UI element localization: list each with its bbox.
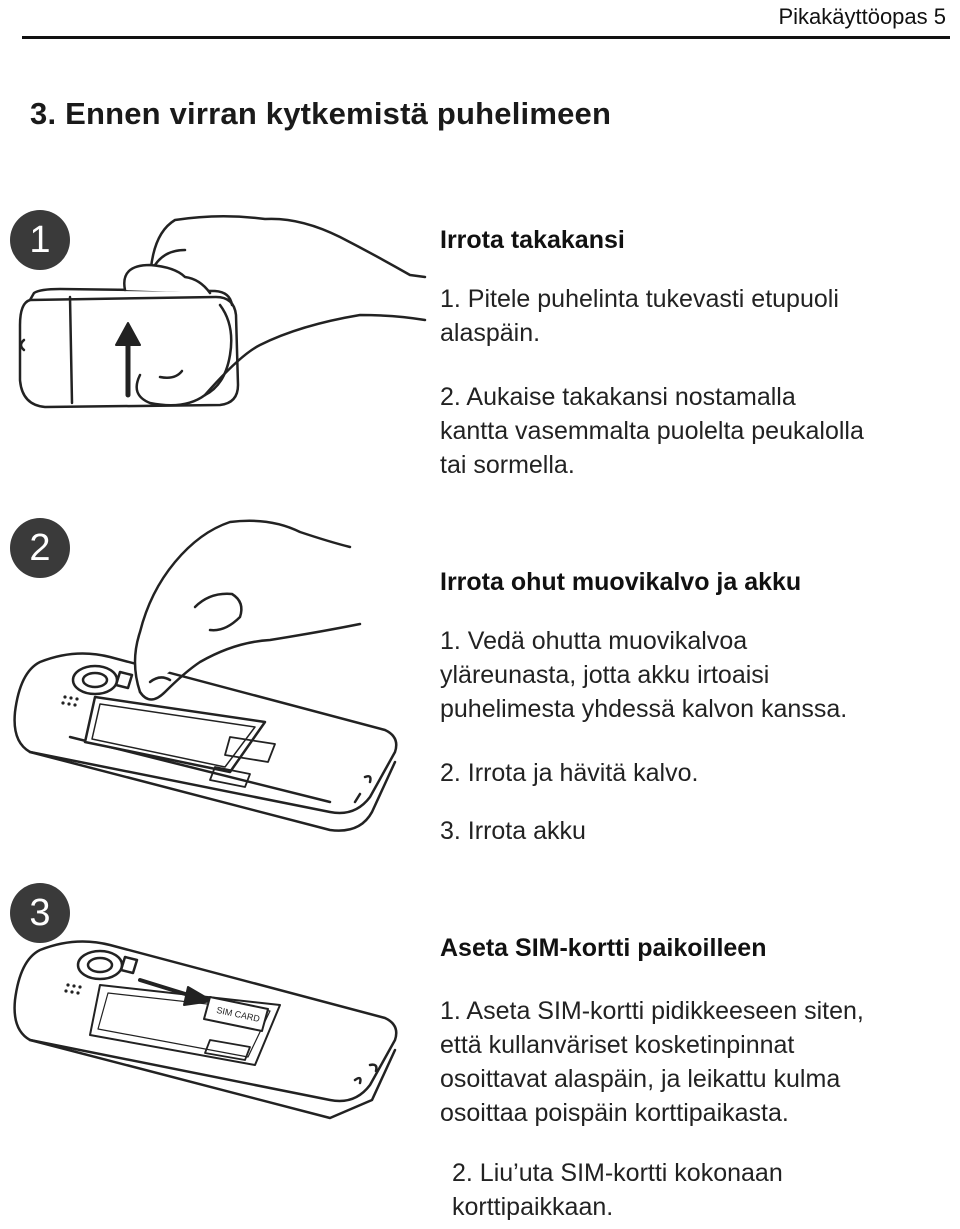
step-1-paragraph-2: 2. Aukaise takakansi nostamalla kantta v… (440, 380, 864, 482)
text-line: 2. Liu’uta SIM-kortti kokonaan (452, 1159, 783, 1187)
text-line: yläreunasta, jotta akku irtoaisi (440, 661, 770, 689)
step-1-paragraph-1: 1. Pitele puhelinta tukevasti etupuoli a… (440, 282, 839, 350)
text-line: korttipaikkaan. (452, 1193, 614, 1221)
text-line: 2. Irrota ja hävitä kalvo. (440, 759, 699, 787)
text-line: osoittavat alaspäin, ja leikattu kulma (440, 1065, 841, 1093)
step-3-paragraph-1: 1. Aseta SIM-kortti pidikkeeseen siten, … (440, 994, 864, 1130)
section-title: 3. Ennen virran kytkemistä puhelimeen (30, 96, 612, 131)
step-2-heading: Irrota ohut muovikalvo ja akku (440, 568, 802, 596)
text-line: 2. Aukaise takakansi nostamalla (440, 383, 796, 411)
remove-film-battery-illustration (13, 519, 398, 832)
step-2-paragraph-1: 1. Vedä ohutta muovikalvoa yläreunasta, … (440, 624, 847, 726)
step-3-heading: Aseta SIM-kortti paikoilleen (440, 934, 767, 962)
step-1-heading: Irrota takakansi (440, 226, 625, 254)
text-line: 1. Pitele puhelinta tukevasti etupuoli (440, 285, 839, 313)
text-line: että kullanväriset kosketinpinnat (440, 1031, 795, 1059)
step-2-paragraph-2: 2. Irrota ja hävitä kalvo. (440, 756, 698, 790)
text-line: 3. Irrota akku (440, 817, 586, 845)
step-2-paragraph-3: 3. Irrota akku (440, 814, 586, 848)
insert-sim-illustration: SIM CARD (13, 940, 398, 1120)
text-line: osoittaa poispäin korttipaikasta. (440, 1099, 789, 1127)
text-line: alaspäin. (440, 319, 541, 347)
step-3-badge: 3 (10, 883, 70, 943)
step-1-badge: 1 (10, 210, 70, 270)
step-3-paragraph-2: 2. Liu’uta SIM-kortti kokonaan korttipai… (452, 1156, 783, 1224)
running-header: Pikakäyttöopas 5 (778, 4, 946, 29)
text-line: 1. Vedä ohutta muovikalvoa (440, 627, 748, 655)
text-line: puhelimesta yhdessä kalvon kanssa. (440, 695, 848, 723)
text-line: kantta vasemmalta puolelta peukalolla (440, 417, 864, 445)
text-line: 1. Aseta SIM-kortti pidikkeeseen siten, (440, 997, 864, 1025)
step-2-badge: 2 (10, 518, 70, 578)
text-line: tai sormella. (440, 451, 575, 479)
remove-back-cover-illustration (18, 215, 427, 409)
header-rule (22, 36, 950, 39)
